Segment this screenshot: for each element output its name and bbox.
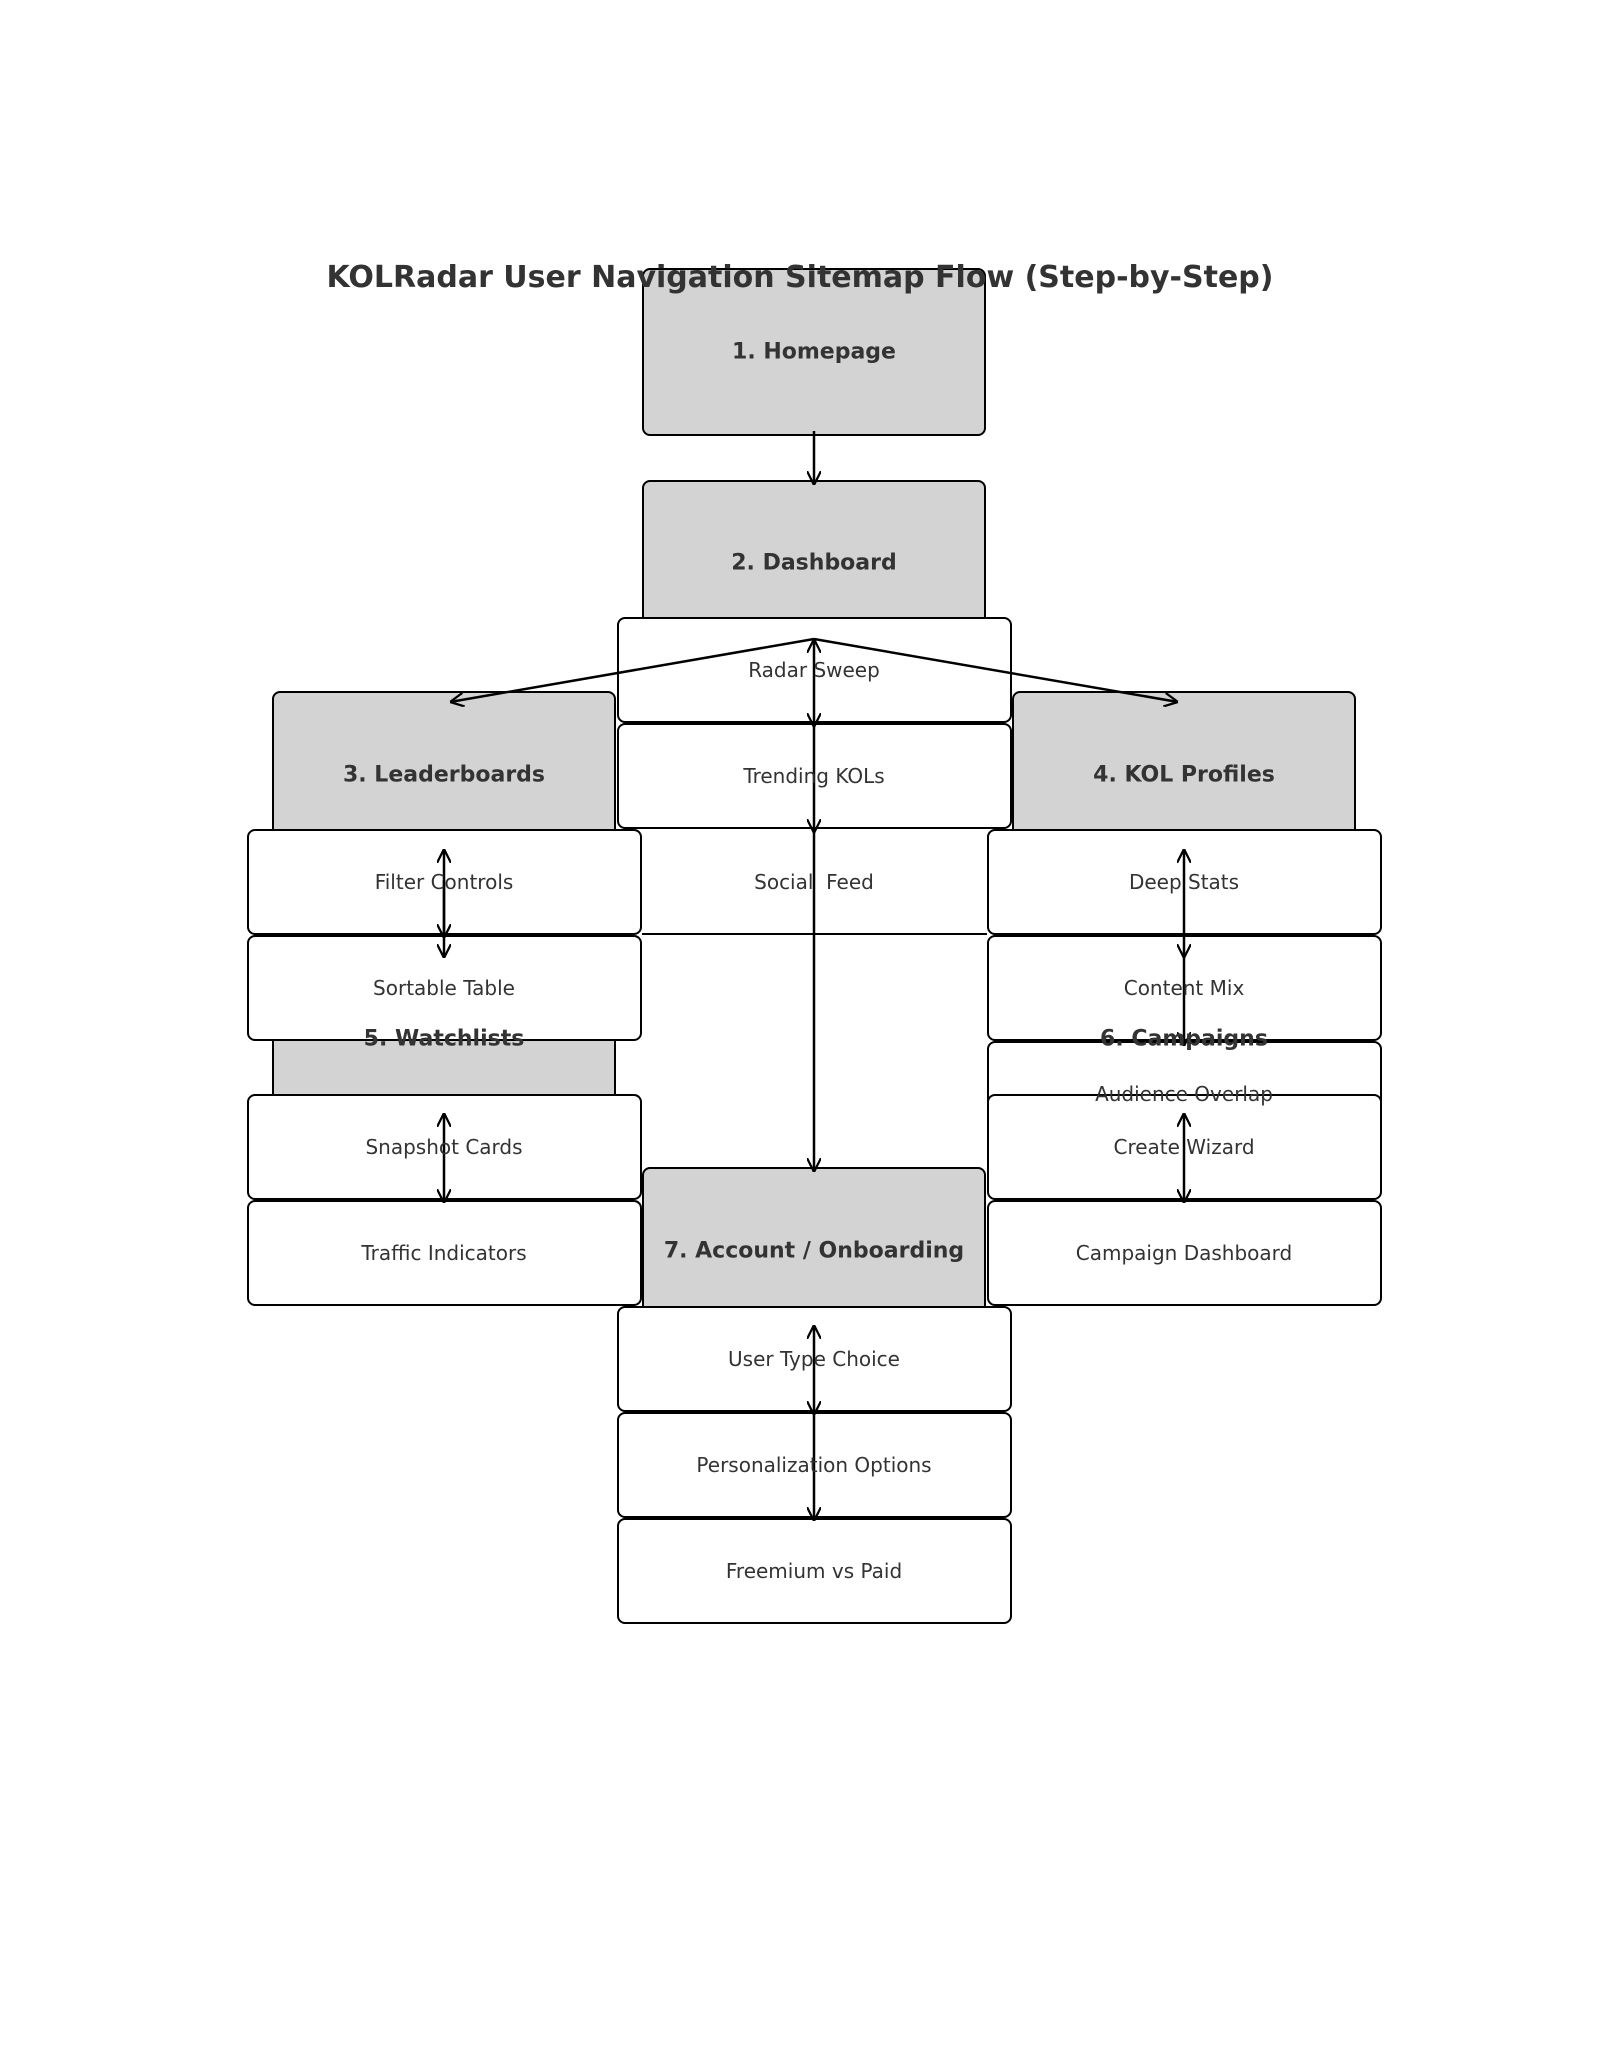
subnode-campaign-dashboard-label: Campaign Dashboard <box>1075 1241 1293 1265</box>
subnode-trending-kols-label: Trending KOLs <box>743 764 885 788</box>
subnode-user-type-choice-label: User Type Choice <box>728 1347 900 1371</box>
subnode-snapshot-cards-label: Snapshot Cards <box>365 1135 523 1159</box>
subnode-audience-overlap-label: Audience Overlap <box>1095 1082 1273 1106</box>
subnode-personalization-options-label: Personalization Options <box>696 1453 932 1477</box>
node-homepage[interactable] <box>642 268 986 436</box>
subnode-freemium-vs-paid-label: Freemium vs Paid <box>725 1559 903 1583</box>
subnode-freemium-vs-paid[interactable] <box>617 1518 1012 1624</box>
edge-dashboard-kol-profiles <box>813 637 1178 702</box>
node-dashboard-label: 2. Dashboard <box>731 550 897 576</box>
node-campaigns-label: 6. Campaigns <box>1100 1026 1268 1052</box>
subnode-filter-controls-label: Filter Controls <box>374 870 514 894</box>
subnode-deep-stats-label: Deep Stats <box>1128 870 1240 894</box>
subnode-social-feed-label: Social Feed <box>754 870 874 894</box>
node-homepage-label: 1. Homepage <box>732 339 896 365</box>
subnode-create-wizard-label: Create Wizard <box>1113 1135 1255 1159</box>
node-account-label: 7. Account / Onboarding <box>663 1238 965 1264</box>
subnode-traffic-indicators-label: Traffic Indicators <box>361 1241 527 1265</box>
edge-dashboard-leaderboards <box>450 637 815 702</box>
node-leaderboards-label: 3. Leaderboards <box>342 762 546 788</box>
subnode-content-mix-label: Content Mix <box>1123 976 1245 1000</box>
node-watchlists-label: 5. Watchlists <box>363 1026 525 1052</box>
subnode-radar-sweep-label: Radar Sweep <box>748 658 880 682</box>
diagram-title: KOLRadar User Navigation Sitemap Flow (S… <box>326 260 1274 295</box>
node-kol-profiles-label: 4. KOL Profiles <box>1093 762 1275 788</box>
subnode-sortable-table-label: Sortable Table <box>373 976 515 1000</box>
